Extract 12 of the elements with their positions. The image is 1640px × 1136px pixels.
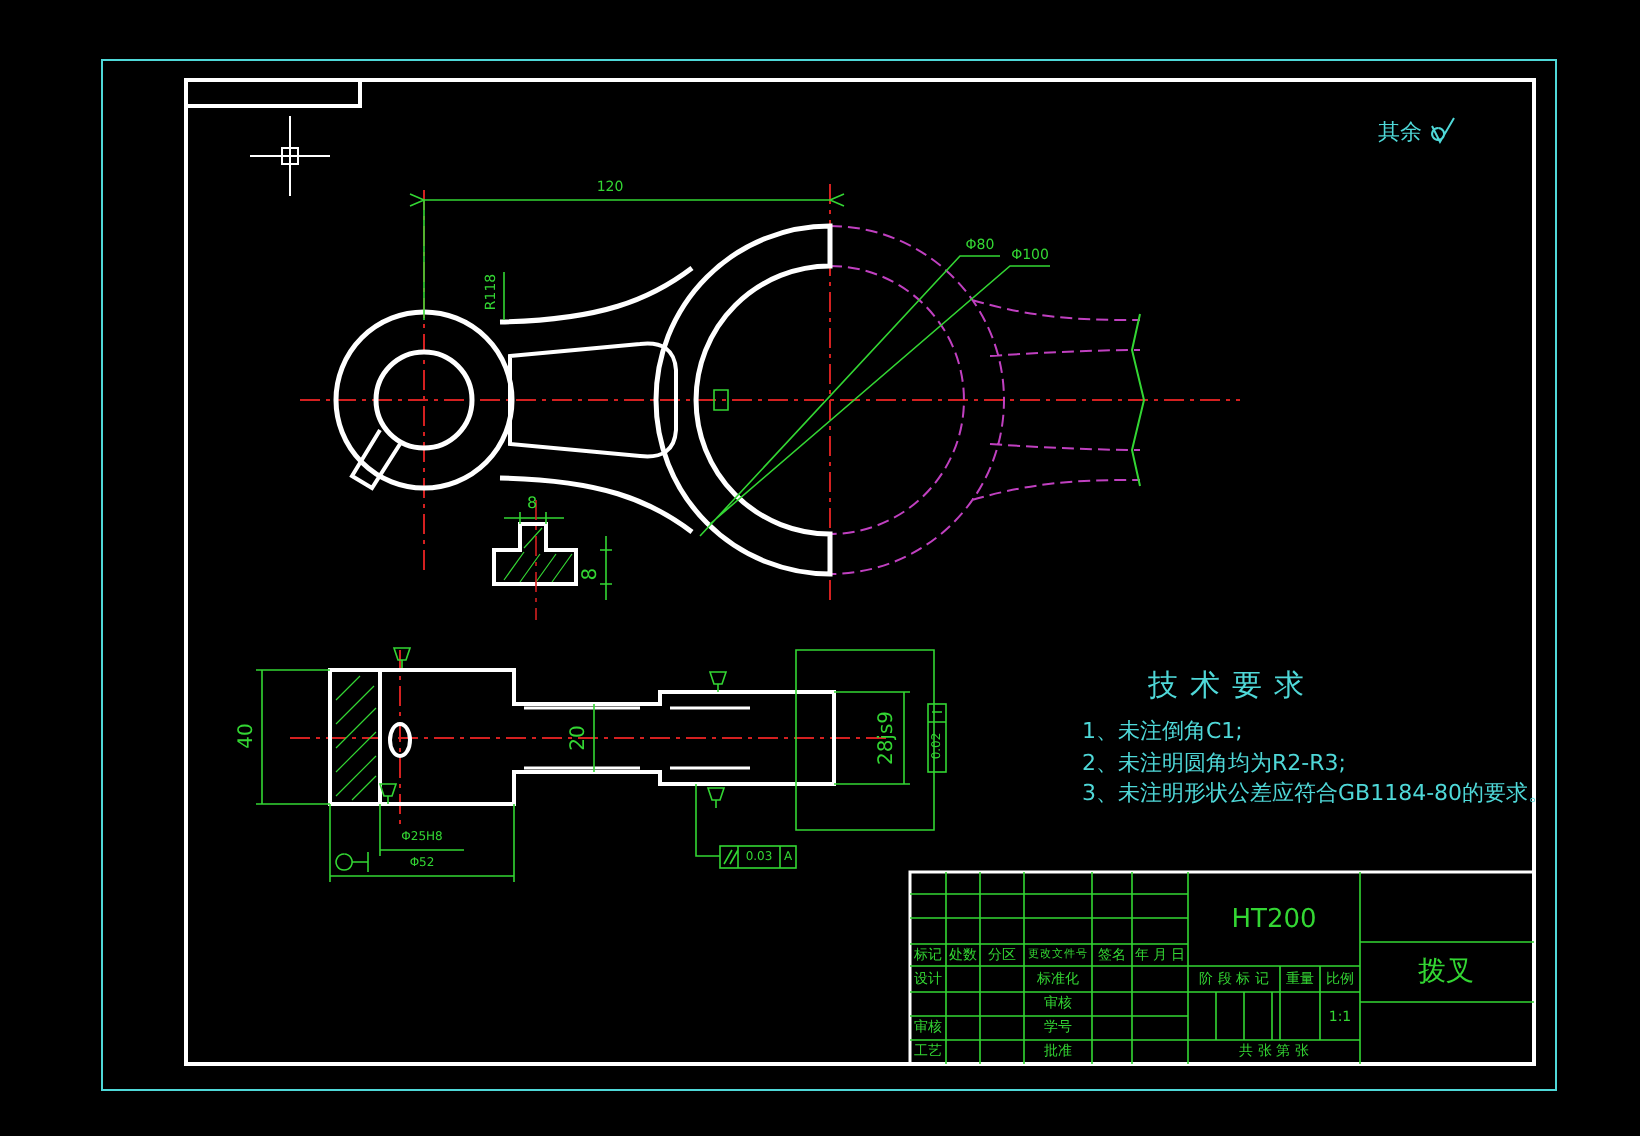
notes-heading: 技术要求 xyxy=(1148,671,1316,701)
dimension-text: 20 xyxy=(570,725,590,751)
dimension-text: 28js9 xyxy=(878,710,898,766)
dimension-text: 8 xyxy=(526,496,538,512)
note-text: 3、未注明形状公差应符合GB1184-80的要求。 xyxy=(1082,781,1551,803)
note-text: 1、未注倒角C1; xyxy=(1082,719,1243,741)
part-name: 拨叉 xyxy=(1418,958,1474,986)
dimension-text: 40 xyxy=(238,723,258,749)
material-text: HT200 xyxy=(1231,907,1317,933)
note-text: 2、未注明圆角均为R2-R3; xyxy=(1082,751,1346,773)
surface-note: 其余 xyxy=(1378,121,1422,143)
dimension-text: 8 xyxy=(582,567,602,581)
